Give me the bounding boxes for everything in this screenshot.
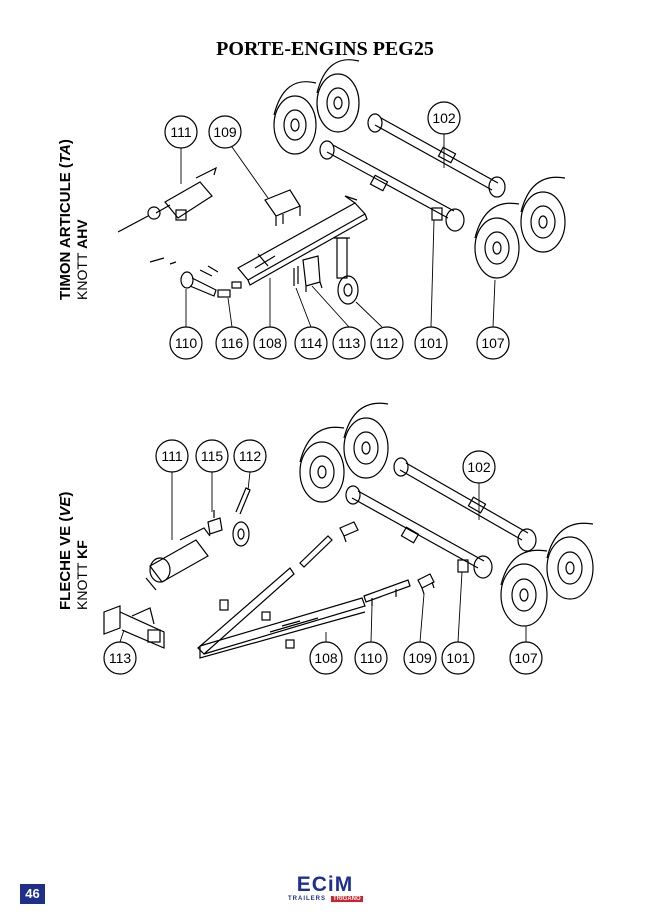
callout-label: 101 — [446, 650, 470, 666]
callout-label: 102 — [467, 459, 491, 475]
callout-label: 113 — [338, 335, 361, 351]
callout-top-116 — [215, 326, 249, 360]
crossbar-110-bottom — [363, 579, 411, 606]
callout-top-111 — [164, 115, 198, 149]
callout-label: 101 — [419, 335, 443, 351]
callout-bottom-109 — [403, 641, 437, 675]
callout-bottom-102 — [462, 450, 496, 484]
coupling-111-top — [117, 166, 217, 233]
callout-label: 110 — [175, 335, 198, 351]
logo-sub: TRAILERS — [288, 896, 326, 902]
axle-102-top — [367, 113, 506, 198]
callout-bottom-111 — [155, 439, 189, 473]
wheel-pair-top-rear — [273, 59, 360, 155]
callout-top-102 — [427, 101, 461, 135]
callout-label: 111 — [161, 448, 182, 464]
callout-bottom-115 — [195, 439, 229, 473]
bracket-piece-upper — [299, 535, 333, 568]
callout-label: 114 — [300, 335, 323, 351]
logo-group: TRIGANO — [331, 896, 363, 902]
leader-lines-bottom — [119, 471, 527, 643]
callout-label: 112 — [376, 335, 399, 351]
callout-label: 108 — [314, 650, 338, 666]
callout-top-112 — [370, 326, 404, 360]
pin-114-top — [293, 266, 299, 286]
callout-top-114 — [294, 326, 328, 360]
callout-label: 111 — [170, 124, 191, 140]
callout-label: 109 — [213, 124, 237, 140]
logo-brand: ECiM — [296, 873, 354, 896]
callout-top-110 — [169, 326, 203, 360]
axle-102-bottom — [393, 457, 537, 552]
bracket-109-bottom — [417, 573, 435, 595]
coupling-111-bottom — [145, 527, 211, 591]
v-drawbar-108-bottom — [197, 567, 366, 659]
page-title: PORTE-ENGINS PEG25 — [216, 38, 434, 60]
ecim-logo: ECiM TRAILERS TRIGANO — [288, 873, 363, 908]
callout-label: 102 — [432, 110, 456, 126]
jockey-wheel-112-bottom — [232, 487, 251, 547]
callout-label: 116 — [221, 335, 244, 351]
wheel-pair-bottom-front — [500, 522, 594, 627]
page-number: 46 — [20, 884, 45, 904]
callout-bottom-101 — [441, 641, 475, 675]
callout-label: 108 — [258, 335, 282, 351]
callout-label: 109 — [408, 650, 432, 666]
callout-bottom-108 — [309, 641, 343, 675]
axle-101-top — [319, 140, 465, 232]
callout-label: 107 — [514, 650, 538, 666]
part-115-bottom — [207, 510, 223, 535]
callout-top-107 — [476, 326, 510, 360]
clamp-113-top — [302, 255, 323, 292]
callout-label: 113 — [109, 650, 132, 666]
axle-101-bottom — [345, 485, 493, 579]
callout-label: 110 — [360, 650, 383, 666]
drawbar-108-top — [237, 195, 368, 286]
callout-bottom-110 — [354, 641, 388, 675]
bracket-109-top — [264, 189, 301, 226]
callout-bottom-113 — [103, 641, 137, 675]
callout-bottom-107 — [509, 641, 543, 675]
wheel-pair-bottom-rear — [299, 402, 389, 503]
parts-116-top — [217, 281, 242, 298]
bracket-piece-a — [339, 521, 359, 543]
callout-top-108 — [253, 326, 287, 360]
leader-lines-top — [180, 134, 496, 328]
parts-110-top — [149, 257, 219, 297]
callout-top-113 — [332, 326, 366, 360]
callout-bottom-112 — [233, 439, 267, 473]
callout-label: 107 — [481, 335, 505, 351]
wheel-pair-top-front — [474, 176, 566, 279]
jockey-wheel-112-top — [334, 237, 359, 305]
callout-top-109 — [208, 115, 242, 149]
callout-top-101 — [414, 326, 448, 360]
callout-label: 112 — [239, 448, 262, 464]
bracket-113-bottom — [103, 605, 165, 649]
callout-label: 115 — [201, 448, 224, 464]
